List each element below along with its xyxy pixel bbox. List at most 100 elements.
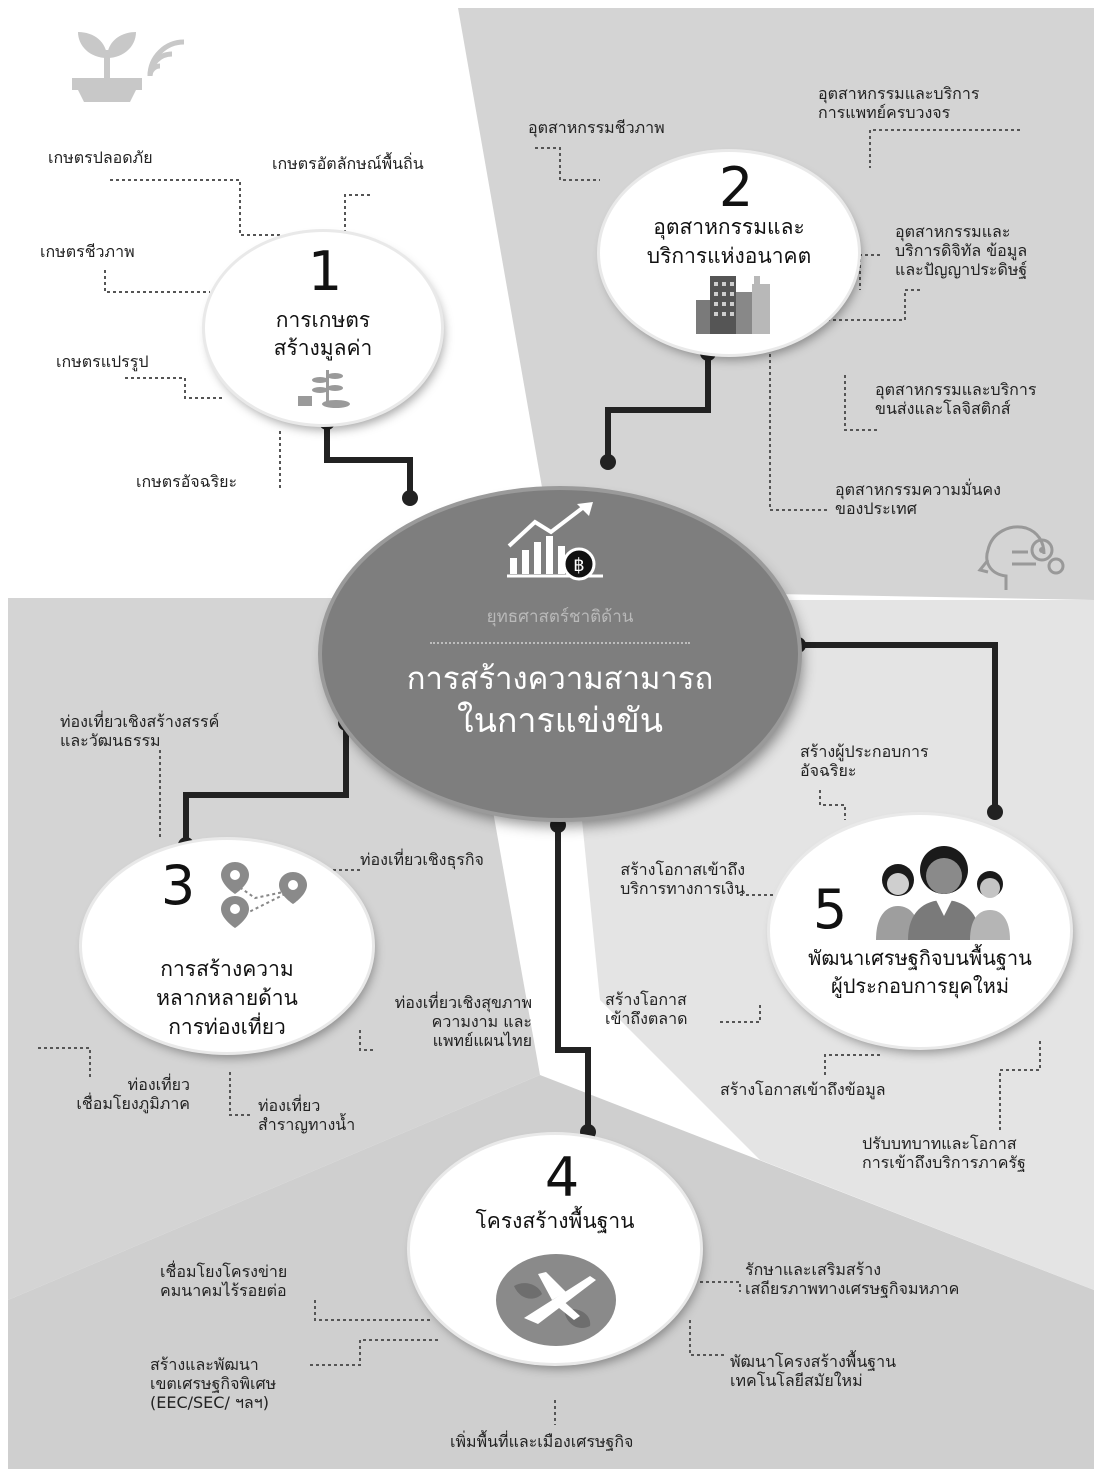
connector-2: [605, 353, 711, 462]
pillar-1-item-2: เกษตรอัตลักษณ์พื้นถิ่น: [272, 154, 424, 173]
pillar-3-item-4b: เชื่อมโยงภูมิภาค: [76, 1094, 190, 1113]
pillar-5-item-2a: สร้างโอกาสเข้าถึง: [620, 860, 745, 879]
pillar-2-item-2b: การแพทย์ครบวงจร: [818, 103, 951, 122]
pillar-2-item-5a: อุตสาหกรรมความมั่นคง: [835, 480, 1001, 499]
pillar-5-item-3b: เข้าถึงตลาด: [605, 1009, 688, 1028]
ai-head-gear-icon: [977, 525, 1065, 590]
pillar-4-item-1b: คมนาคมไร้รอยต่อ: [160, 1281, 287, 1300]
pillar-5-item-5b: การเข้าถึงบริการภาครัฐ: [862, 1153, 1026, 1172]
pillar-3-title-line3: การท่องเที่ยว: [168, 1015, 286, 1039]
center-title-line1: การสร้างความสามารถ: [406, 661, 714, 697]
pillar-2-item-1: อุตสาหกรรมชีวภาพ: [528, 118, 665, 137]
dot-1b: [402, 490, 418, 506]
pillar-3-item-2: ท่องเที่ยวเชิงธุรกิจ: [360, 850, 484, 869]
pillar-5-title-line2: ผู้ประกอบการยุคใหม่: [830, 974, 1010, 998]
connector-4: [555, 825, 591, 1132]
pillar-2-title-line1: อุตสาหกรรมและ: [653, 215, 805, 239]
connectors: [183, 353, 998, 1132]
pillar-5-item-3a: สร้างโอกาส: [605, 990, 687, 1009]
leader-1b: [344, 194, 370, 240]
center-circle: [322, 490, 798, 818]
leader-1c: [104, 270, 210, 293]
pillar-2-item-3b: บริการดิจิทัล ข้อมูล: [895, 241, 1028, 260]
pillar-1-item-3: เกษตรชีวภาพ: [40, 242, 135, 261]
pillar-2-item-2a: อุตสาหกรรมและบริการ: [818, 84, 980, 103]
smart-farming-wifi-icon: [72, 32, 185, 102]
globe-airplane-icon: [496, 1254, 616, 1346]
pillar-1-item-4: เกษตรแปรรูป: [56, 352, 149, 371]
leader-4e: [700, 1281, 741, 1292]
pillar-4-number: 4: [544, 1146, 580, 1209]
pillar-3-item-1a: ท่องเที่ยวเชิงสร้างสรรค์: [60, 712, 220, 731]
pillar-5-item-4: สร้างโอกาสเข้าถึงข้อมูล: [720, 1080, 886, 1099]
leader-2c: [859, 254, 880, 290]
pillar-4-item-5a: รักษาและเสริมสร้าง: [745, 1260, 882, 1279]
pillar-3-item-1b: และวัฒนธรรม: [60, 731, 161, 750]
pillar-1-title-line2: สร้างมูลค่า: [273, 336, 373, 360]
pillar-2-number: 2: [718, 156, 754, 219]
pillar-3-item-5b: สำราญทางน้ำ: [258, 1115, 356, 1134]
pillar-3-number: 3: [160, 854, 196, 917]
pillar-5-item-1a: สร้างผู้ประกอบการ: [800, 742, 929, 761]
pillar-3-item-3c: แพทย์แผนไทย: [432, 1031, 532, 1050]
pillar-4-item-2a: สร้างและพัฒนา: [150, 1355, 259, 1374]
pillar-2-item-4b: ขนส่งและโลจิสติกส์: [875, 399, 1011, 418]
leader-2d: [760, 289, 920, 321]
dot-4a: [550, 817, 566, 833]
city-buildings-icon: [696, 276, 770, 334]
leader-3d: [38, 1047, 91, 1080]
pillar-4-item-4a: พัฒนาโครงสร้างพื้นฐาน: [730, 1352, 897, 1371]
pillar-3-item-3b: ความงาม และ: [431, 1012, 532, 1031]
pillar-2-item-3a: อุตสาหกรรมและ: [895, 222, 1011, 241]
leader-3e: [229, 1072, 250, 1116]
connector-1: [324, 422, 413, 498]
center-title-line2: ในการแข่งขัน: [456, 701, 664, 741]
center-divider: [430, 642, 690, 644]
leader-5d: [824, 1054, 880, 1075]
pillar-4-item-1a: เชื่อมโยงโครงข่าย: [160, 1262, 288, 1281]
pillar-1-item-1: เกษตรปลอดภัย: [48, 148, 153, 167]
pillar-3-title-line1: การสร้างความ: [160, 957, 294, 981]
pillar-1-item-5: เกษตรอัจฉริยะ: [136, 472, 238, 491]
leader-4a: [314, 1300, 430, 1321]
dot-5b: [987, 804, 1003, 820]
growth-chart-baht-icon: ฿: [507, 502, 603, 581]
pillar-4-item-2c: (EEC/SEC/ ฯลฯ): [150, 1393, 269, 1412]
leader-2b: [869, 129, 1020, 168]
pillar-4-item-3: เพิ่มพื้นที่และเมืองเศรษฐกิจ: [450, 1432, 634, 1451]
pillar-4-title-line1: โครงสร้างพื้นฐาน: [475, 1209, 635, 1233]
pillar-5-title-line1: พัฒนาเศรษฐกิจบนพื้นฐาน: [808, 946, 1032, 970]
pillar-3-item-4a: ท่องเที่ยว: [127, 1075, 190, 1094]
leader-4b: [310, 1339, 440, 1366]
pillar-2-title-line2: บริการแห่งอนาคต: [646, 244, 812, 268]
connector-3: [183, 723, 349, 845]
dot-2b: [600, 454, 616, 470]
leader-2f: [769, 330, 830, 511]
pillar-5-item-1b: อัจฉริยะ: [800, 761, 857, 780]
pillar-3-title-line2: หลากหลายด้าน: [156, 986, 298, 1010]
entrepreneurs-people-icon: [876, 846, 1010, 940]
pillar-5-number: 5: [812, 878, 848, 941]
pillar-1-title-line1: การเกษตร: [275, 308, 371, 332]
leader-1d: [125, 377, 225, 399]
leader-5c: [720, 1005, 761, 1023]
svg-text:฿: ฿: [573, 555, 584, 576]
leader-2a: [535, 147, 600, 181]
pillar-5-item-2b: บริการทางการเงิน: [620, 879, 745, 898]
connector-5: [798, 642, 998, 812]
pillar-4-item-5b: เสถียรภาพทางเศรษฐกิจมหภาค: [745, 1279, 960, 1298]
pillar-1-number: 1: [307, 240, 343, 303]
leader-2e: [844, 375, 880, 431]
leader-5e: [999, 1040, 1041, 1130]
pillar-4-item-4b: เทคโนโลยีสมัยใหม่: [730, 1371, 863, 1390]
center-subtitle: ยุทธศาสตร์ชาติด้าน: [486, 607, 634, 627]
plant-sprout-icon: [298, 370, 350, 408]
pillar-4-item-2b: เขตเศรษฐกิจพิเศษ: [150, 1374, 277, 1393]
pillar-5-item-5a: ปรับบทบาทและโอกาส: [862, 1134, 1017, 1153]
pillar-2-item-4a: อุตสาหกรรมและบริการ: [875, 380, 1037, 399]
leader-5a: [819, 790, 846, 820]
leader-3c: [359, 1030, 375, 1051]
pillar-3-item-3a: ท่องเที่ยวเชิงสุขภาพ: [394, 993, 532, 1012]
map-pins-route-icon: [221, 862, 307, 928]
leader-1a: [110, 179, 280, 236]
